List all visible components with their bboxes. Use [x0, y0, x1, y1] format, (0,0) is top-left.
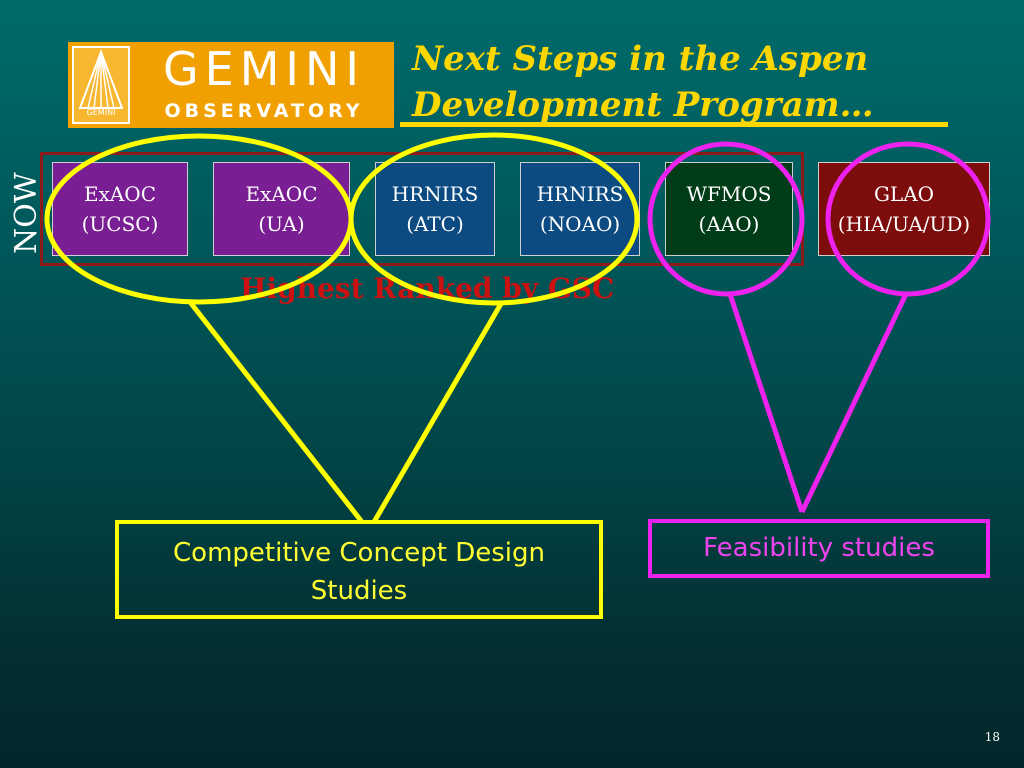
slide-title-line1: Next Steps in the Aspen — [412, 39, 869, 79]
instrument-name: ExAOC — [245, 182, 318, 206]
instrument-org: (UCSC) — [81, 212, 159, 236]
instrument-org: (AAO) — [698, 212, 760, 236]
instrument-name: HRNIRS — [391, 182, 479, 206]
competitive-concept-design-box: Competitive Concept Design Studies — [115, 520, 603, 619]
instrument-name: WFMOS — [686, 182, 772, 206]
instrument-name: GLAO — [873, 182, 935, 206]
competitive-line2: Studies — [310, 576, 408, 606]
instrument-org: (UA) — [258, 212, 305, 236]
magenta-connector-left — [727, 293, 805, 513]
instrument-name: HRNIRS — [536, 182, 624, 206]
highest-ranked-label: Highest Ranked by GSC — [240, 272, 615, 305]
slide-title: Next Steps in the Aspen Development Prog… — [412, 36, 972, 128]
yellow-connector-right — [371, 300, 505, 524]
instrument-org: (ATC) — [406, 212, 464, 236]
telescope-dome-icon — [78, 49, 124, 109]
instrument-box-exaoc-ua: ExAOC (UA) — [213, 162, 350, 256]
instrument-org: (HIA/UA/UD) — [837, 212, 971, 236]
yellow-connector-left — [188, 300, 364, 524]
instrument-box-exaoc-ucsc: ExAOC (UCSC) — [52, 162, 188, 256]
competitive-line1: Competitive Concept Design — [173, 538, 545, 568]
gemini-logo: GEMINI GEMINI OBSERVATORY — [68, 42, 394, 128]
magenta-connector-right — [799, 292, 909, 514]
instrument-org: (NOAO) — [539, 212, 621, 236]
logo-name: GEMINI — [163, 42, 365, 96]
instrument-box-wfmos-aao: WFMOS (AAO) — [665, 162, 793, 256]
instrument-box-hrnirs-noao: HRNIRS (NOAO) — [520, 162, 640, 256]
slide-title-line2: Development Program… — [412, 85, 874, 125]
logo-subtitle: OBSERVATORY — [164, 100, 364, 122]
instrument-box-glao-hia-ua-ud: GLAO (HIA/UA/UD) — [818, 162, 990, 256]
logo-mark-text: GEMINI — [86, 108, 116, 117]
instrument-name: ExAOC — [83, 182, 157, 206]
gemini-logo-mark-icon: GEMINI — [72, 46, 130, 124]
instrument-box-hrnirs-atc: HRNIRS (ATC) — [375, 162, 495, 256]
page-number: 18 — [984, 730, 1000, 744]
title-underline — [400, 122, 948, 127]
feasibility-studies-box: Feasibility studies — [648, 519, 990, 578]
